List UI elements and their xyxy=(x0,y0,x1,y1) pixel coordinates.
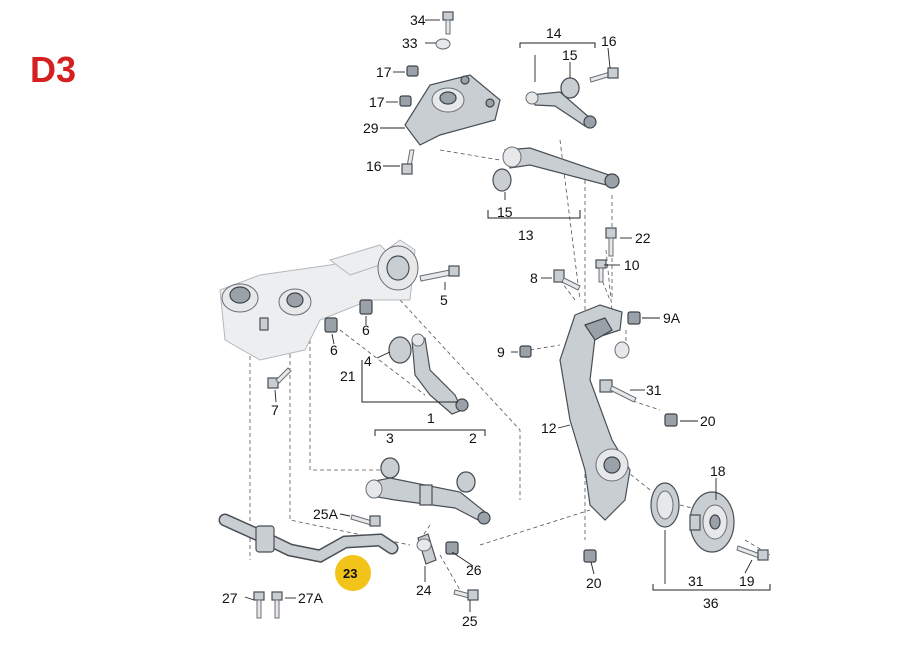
leader-lines xyxy=(244,19,753,612)
guide-link xyxy=(388,333,469,415)
fasteners xyxy=(253,11,769,619)
callout-5[interactable]: 5 xyxy=(440,292,448,308)
callout-10[interactable]: 10 xyxy=(624,257,640,273)
callout-1[interactable]: 1 xyxy=(427,410,435,426)
callout-26[interactable]: 26 xyxy=(466,562,482,578)
subframe-ghost xyxy=(219,239,419,361)
callout-9[interactable]: 9 xyxy=(497,344,505,360)
callout-27[interactable]: 27 xyxy=(222,590,238,606)
sheet-id: D3 xyxy=(30,49,76,90)
highlight-badge[interactable] xyxy=(335,555,371,591)
callout-22[interactable]: 22 xyxy=(635,230,651,246)
callout-20-upper[interactable]: 20 xyxy=(700,413,716,429)
callout-2[interactable]: 2 xyxy=(469,430,477,446)
upper-link-rear xyxy=(492,146,620,192)
callout-34[interactable]: 34 xyxy=(410,12,426,28)
callout-9a[interactable]: 9A xyxy=(663,310,681,326)
callout-16-right[interactable]: 16 xyxy=(601,33,617,49)
callout-17-lower[interactable]: 17 xyxy=(369,94,385,110)
callout-15-upper[interactable]: 15 xyxy=(562,47,578,63)
callout-25[interactable]: 25 xyxy=(462,613,478,629)
callout-12[interactable]: 12 xyxy=(541,420,557,436)
callout-36[interactable]: 36 xyxy=(703,595,719,611)
callout-19[interactable]: 19 xyxy=(739,573,755,589)
callout-33[interactable]: 33 xyxy=(402,35,418,51)
callout-6-left[interactable]: 6 xyxy=(330,342,338,358)
group-brackets xyxy=(361,42,771,591)
callout-labels: 34 33 17 17 29 16 14 15 16 15 13 22 8 10… xyxy=(222,12,755,629)
callout-18[interactable]: 18 xyxy=(710,463,726,479)
callout-29[interactable]: 29 xyxy=(363,120,379,136)
callout-16-left[interactable]: 16 xyxy=(366,158,382,174)
callout-14[interactable]: 14 xyxy=(546,25,562,41)
callout-27a[interactable]: 27A xyxy=(298,590,324,606)
wheel-hub xyxy=(689,491,735,553)
callout-21[interactable]: 21 xyxy=(340,368,356,384)
callout-8[interactable]: 8 xyxy=(530,270,538,286)
callout-17-upper[interactable]: 17 xyxy=(376,64,392,80)
callout-31-lower[interactable]: 31 xyxy=(688,573,704,589)
callout-25a[interactable]: 25A xyxy=(313,506,339,522)
callout-6-right[interactable]: 6 xyxy=(362,322,370,338)
strut-mount-bracket xyxy=(404,74,501,146)
callout-31-upper[interactable]: 31 xyxy=(646,382,662,398)
anti-roll-bar xyxy=(218,513,399,563)
callout-4[interactable]: 4 xyxy=(364,353,372,369)
wheel-bearing xyxy=(650,482,680,528)
callout-24[interactable]: 24 xyxy=(416,582,432,598)
callout-3[interactable]: 3 xyxy=(386,430,394,446)
callout-13[interactable]: 13 xyxy=(518,227,534,243)
callout-20-lower[interactable]: 20 xyxy=(586,575,602,591)
callout-23[interactable]: 23 xyxy=(343,566,357,581)
callout-15-lower[interactable]: 15 xyxy=(497,204,513,220)
callout-7[interactable]: 7 xyxy=(271,402,279,418)
wheel-bearing-housing xyxy=(559,304,631,521)
coupling-rod xyxy=(416,533,437,565)
